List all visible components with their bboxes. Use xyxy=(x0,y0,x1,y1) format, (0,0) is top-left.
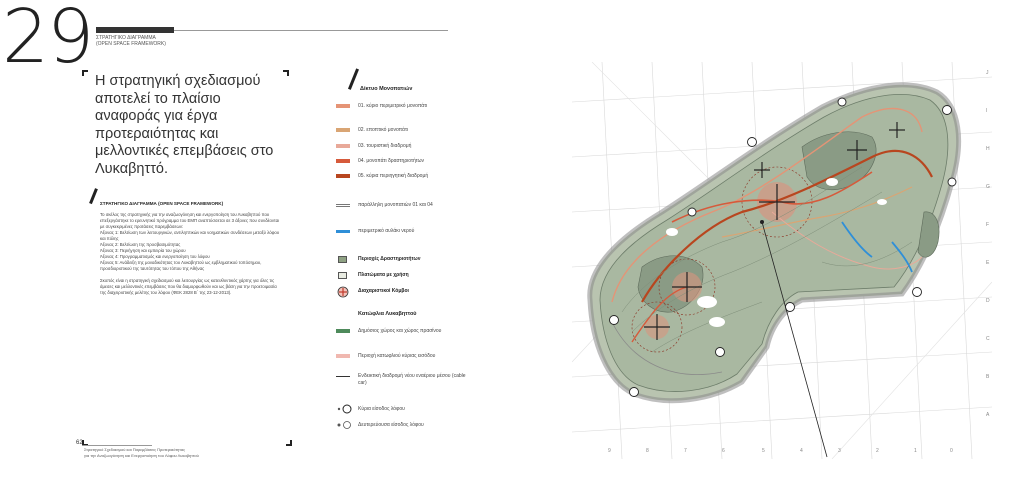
header-bar xyxy=(96,27,174,33)
grid-label-right: D xyxy=(986,298,990,304)
axis-item: Άξονας 5: Ανάδειξη της μοναδικότητας του… xyxy=(100,260,262,271)
legend-swatch xyxy=(336,128,350,132)
section-title: ΣΤΡΑΤΗΓΙΚΟ ΔΙΑΓΡΑΜΜΑ (OPEN SPACE FRAMEWO… xyxy=(100,201,224,206)
axis-item: Άξονας 4: Προγραμματισμός και ενεργοποίη… xyxy=(100,254,210,259)
legend-swatch xyxy=(338,256,347,263)
grid-label-bottom: 3 xyxy=(838,448,841,454)
grid-label-bottom: 7 xyxy=(684,448,687,454)
footer-rule xyxy=(82,445,152,446)
grid-label-right: A xyxy=(986,412,990,418)
grid-label-bottom: 4 xyxy=(800,448,803,454)
legend-slopes-title: Κατώφλια Λυκαβηττού xyxy=(358,311,417,317)
legend-swatch xyxy=(336,230,350,233)
node-cross-icon xyxy=(337,286,349,298)
footer-page-number: 62 xyxy=(76,440,83,446)
axis-item: Άξονας 1: Βελτίωση των λειτουργικών, αντ… xyxy=(100,230,280,241)
legend-swatch xyxy=(336,376,350,377)
axis-item: Άξονας 2: Βελτίωση της προσβασιμότητας xyxy=(100,242,181,247)
legend-swatch xyxy=(336,174,350,178)
axis-item: Άξονας 3: Περιήγηση και εμπειρία του χώρ… xyxy=(100,248,186,253)
main-entrance-icon xyxy=(337,404,352,414)
page-number-large: 29 xyxy=(2,0,94,80)
grid-labels: 9 8 7 6 5 4 3 2 1 0 J I H G F E D C B A xyxy=(608,70,990,454)
water-gutter xyxy=(891,241,913,273)
legend-swatch xyxy=(336,204,350,207)
plateaus xyxy=(666,178,887,327)
legend-slash-mark xyxy=(347,68,359,90)
grid-label-bottom: 5 xyxy=(762,448,765,454)
grid-label-bottom: 0 xyxy=(950,448,953,454)
corner-mark-bottom-right xyxy=(286,440,292,446)
lycabettus-map-svg: 9 8 7 6 5 4 3 2 1 0 J I H G F E D C B A xyxy=(571,61,993,460)
legend-swatch xyxy=(336,159,350,163)
cable-car-route xyxy=(761,221,828,458)
grid-label-bottom: 8 xyxy=(646,448,649,454)
body-paragraph: Το σκέλος της στρατηγικής για την αναζωο… xyxy=(100,212,280,229)
entrance-markers xyxy=(609,97,957,397)
legend-swatch xyxy=(336,104,350,108)
grid-label-bottom: 1 xyxy=(914,448,917,454)
activity-area xyxy=(917,211,940,258)
legend-network-title: Δίκτυο Μονοπατιών xyxy=(360,86,413,92)
pull-quote: Η στρατηγική σχεδιασμού αποτελεί το πλαί… xyxy=(95,73,274,177)
section-body: Το σκέλος της στρατηγικής για την αναζωο… xyxy=(100,212,280,296)
footer-title-line1: Στρατηγικό Σχεδιασμού και Παρεμβάσεις Πρ… xyxy=(84,447,186,452)
grid-label-right: B xyxy=(986,374,990,380)
grid-label-right: I xyxy=(986,108,987,114)
contour-lines xyxy=(621,166,913,353)
grid-label-bottom: 6 xyxy=(722,448,725,454)
corner-mark-top-left xyxy=(82,70,88,76)
grid-label-right: J xyxy=(986,70,989,76)
secondary-entrance-icon xyxy=(337,421,351,429)
legend-swatch xyxy=(336,329,350,333)
legend-swatch xyxy=(338,272,347,279)
header-subtitle-english: (OPEN SPACE FRAMEWORK) xyxy=(96,41,166,47)
grid-label-right: C xyxy=(986,336,990,342)
legend-swatch xyxy=(336,144,350,148)
grid-label-right: H xyxy=(986,146,990,152)
node-crosses xyxy=(644,122,905,340)
strategic-site-map: 9 8 7 6 5 4 3 2 1 0 J I H G F E D C B A xyxy=(571,61,993,460)
water-gutter xyxy=(841,221,873,258)
body-paragraph: Σκοπός είναι η στρατηγική σχεδιασμού και… xyxy=(100,278,277,295)
slash-mark xyxy=(89,188,98,204)
grid-label-right: E xyxy=(986,260,990,266)
footer-title-line2: για την Αναζωογόνηση και Ενεργοποίηση το… xyxy=(84,453,199,458)
legend-swatch xyxy=(336,354,350,358)
grid-label-right: F xyxy=(986,222,989,228)
grid-label-bottom: 2 xyxy=(876,448,879,454)
grid-label-bottom: 9 xyxy=(608,448,611,454)
header-rule xyxy=(174,30,448,31)
cable-car-station xyxy=(760,220,764,224)
path-network xyxy=(611,107,933,375)
corner-mark-top-right xyxy=(283,70,289,76)
grid-label-right: G xyxy=(986,184,990,190)
header-subtitle-greek: ΣΤΡΑΤΗΓΙΚΟ ΔΙΑΓΡΑΜΜΑ xyxy=(96,35,156,41)
